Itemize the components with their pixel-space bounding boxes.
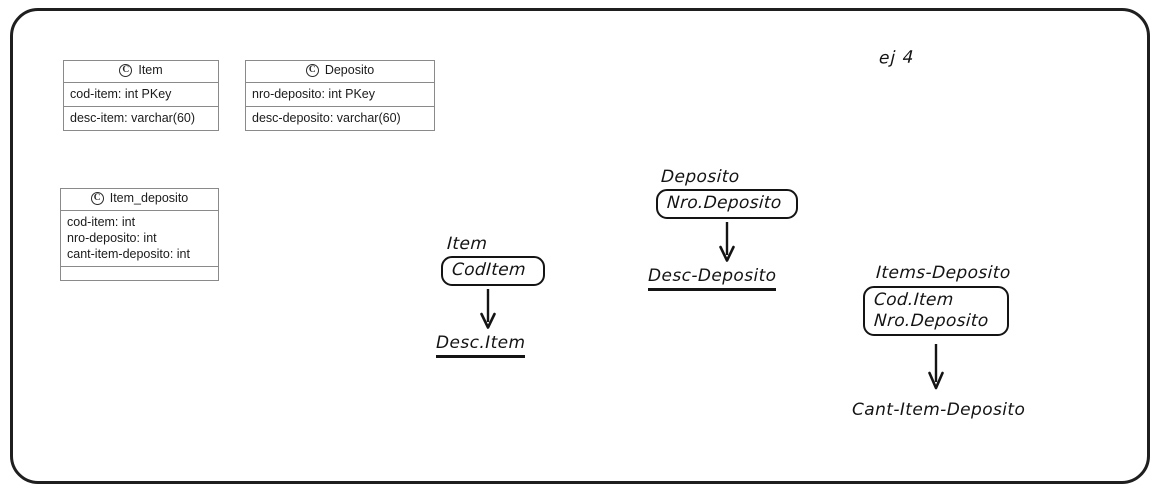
down-arrow-icon <box>477 289 499 331</box>
fd-group-title-items-deposito: Items-Deposito <box>875 263 1012 283</box>
uml-class-title: C Deposito <box>246 61 434 83</box>
fd-determinant-box-items-deposito: Cod.Item Nro.Deposito <box>863 286 1009 337</box>
uml-compartment-operations-empty <box>61 267 218 280</box>
uml-class-item: C Item cod-item: int PKey desc-item: var… <box>63 60 219 131</box>
uml-attribute: cod-item: int PKey <box>70 86 172 101</box>
uml-compartment-attributes: nro-deposito: int PKey <box>246 83 434 107</box>
class-icon: C <box>90 192 104 206</box>
uml-class-deposito: C Deposito nro-deposito: int PKey desc-d… <box>245 60 435 131</box>
fd-dependent-items-deposito: Cant-Item-Deposito <box>852 400 1026 420</box>
uml-attribute: desc-item: varchar(60) <box>70 110 196 125</box>
fd-group-title-deposito: Deposito <box>660 167 741 187</box>
uml-attribute: cant-item-deposito: int <box>67 246 190 261</box>
exercise-note: ej 4 <box>878 47 915 69</box>
fd-dependent-deposito: Desc-Deposito <box>648 266 777 291</box>
uml-class-name: Deposito <box>324 63 375 77</box>
uml-attribute: desc-deposito: varchar(60) <box>252 110 401 125</box>
fd-group-title-item: Item <box>446 234 488 254</box>
uml-compartment-attributes: desc-item: varchar(60) <box>64 107 218 130</box>
fd-dependent-item: Desc.Item <box>436 333 526 358</box>
uml-attribute: nro-deposito: int <box>67 230 157 245</box>
uml-class-name: Item_deposito <box>109 191 189 205</box>
fd-dependent-wrapper-items-deposito: Cant-Item-Deposito <box>852 400 1025 420</box>
fd-determinant-box-deposito: Nro.Deposito <box>656 189 798 219</box>
fd-determinant-attribute: Cod.Item <box>873 290 955 310</box>
fd-dependent-wrapper-deposito: Desc-Deposito <box>648 266 777 291</box>
fd-determinant-attribute: CodItem <box>451 260 527 280</box>
fd-determinant-attribute: Nro.Deposito <box>666 193 783 213</box>
page-border-frame <box>10 8 1150 484</box>
class-icon: C <box>119 64 133 78</box>
uml-compartment-attributes: cod-item: int nro-deposito: int cant-ite… <box>61 211 218 267</box>
uml-attribute: nro-deposito: int PKey <box>252 86 375 101</box>
fd-determinant-attribute: Nro.Deposito <box>873 310 990 331</box>
uml-class-name: Item <box>138 63 163 77</box>
uml-class-item-deposito: C Item_deposito cod-item: int nro-deposi… <box>60 188 219 281</box>
uml-compartment-attributes: cod-item: int PKey <box>64 83 218 107</box>
fd-determinant-box-item: CodItem <box>441 256 545 286</box>
down-arrow-icon <box>716 222 738 264</box>
uml-compartment-attributes: desc-deposito: varchar(60) <box>246 107 434 130</box>
uml-class-title: C Item_deposito <box>61 189 218 211</box>
fd-dependent-wrapper-item: Desc.Item <box>436 333 526 358</box>
uml-attribute: cod-item: int <box>67 214 136 229</box>
down-arrow-icon <box>925 344 947 392</box>
class-icon: C <box>305 64 319 78</box>
uml-class-title: C Item <box>64 61 218 83</box>
